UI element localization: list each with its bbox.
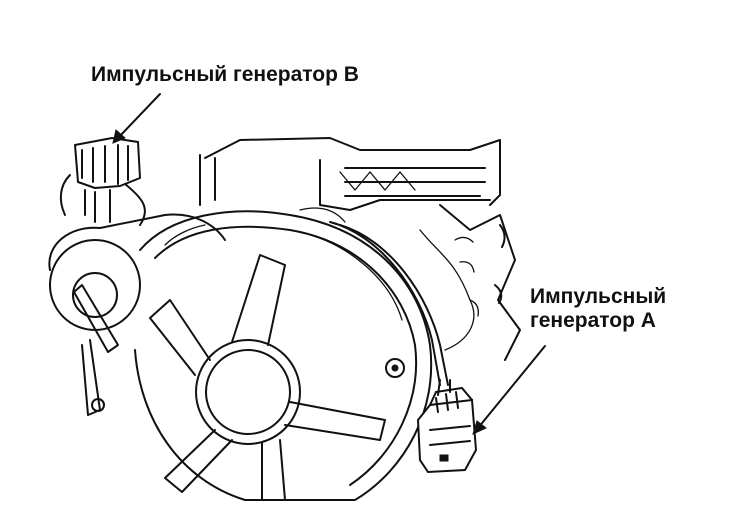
label-pulse-generator-a: Импульсный генератор А: [530, 285, 666, 333]
leader-line-b: [117, 93, 161, 139]
arrowhead-a-icon: [472, 420, 487, 435]
leader-line-a: [477, 345, 546, 429]
distributor-housing: [48, 210, 433, 501]
label-pulse-generator-a-line1: Импульсный: [530, 285, 667, 308]
callout-leaders: [112, 93, 546, 435]
label-pulse-generator-b: Импульсный генератор В: [91, 63, 359, 86]
pulse-generator-a-connector: [416, 379, 478, 474]
label-pulse-generator-a-line2: генератор А: [530, 309, 656, 332]
engine-block-outline: [199, 137, 521, 361]
pulse-generator-b-connector: [59, 137, 146, 226]
arrowhead-b-icon: [112, 129, 126, 144]
sensor-wiring: [299, 207, 449, 386]
